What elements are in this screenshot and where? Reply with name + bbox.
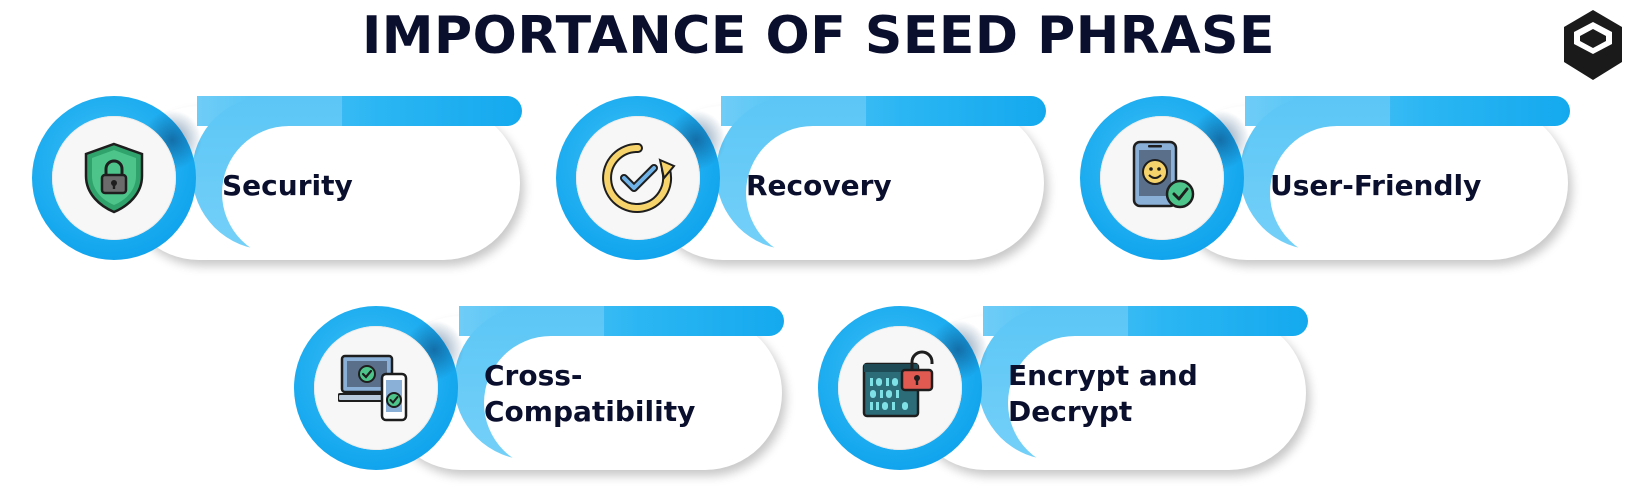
card-label: Security (222, 169, 353, 202)
card-encrypt-decrypt: Encrypt and Decrypt (818, 306, 1308, 476)
shield-lock-icon (84, 142, 144, 214)
recovery-check-icon (602, 142, 676, 213)
card-cross-compatibility: Cross- Compatibility (294, 306, 784, 476)
smiley-phone-icon (1132, 140, 1195, 209)
devices-check-icon (338, 354, 408, 422)
card-label: Cross- Compatibility (484, 359, 696, 428)
card-label: Recovery (746, 169, 892, 202)
page-title: IMPORTANCE OF SEED PHRASE (361, 6, 1276, 66)
brand-logo-icon (1564, 10, 1622, 80)
icon-disc (576, 116, 700, 240)
card-label: Encrypt and Decrypt (1008, 359, 1198, 428)
card-label: User-Friendly (1270, 169, 1482, 202)
card-recovery: Recovery (556, 96, 1046, 266)
binary-unlock-icon (862, 350, 934, 418)
card-user-friendly: User-Friendly (1080, 96, 1570, 266)
card-security: Security (32, 96, 522, 266)
